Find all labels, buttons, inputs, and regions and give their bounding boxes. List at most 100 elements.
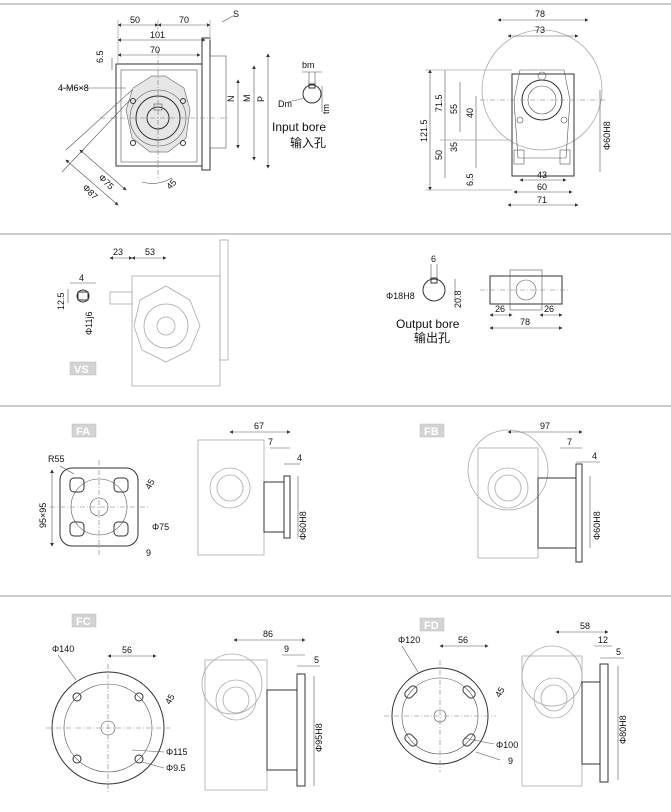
front-view-dimensions xyxy=(60,15,270,206)
label-p: P xyxy=(256,96,266,102)
dim-55: 55 xyxy=(449,104,459,114)
fa-side-view: 67 7 4 Φ60H8 xyxy=(197,421,308,556)
fa-angle-45: 45 xyxy=(143,477,157,491)
fc-angle-45: 45 xyxy=(163,692,177,706)
fa-badge-label: FA xyxy=(76,426,90,438)
input-bore-label-zh: 输入孔 xyxy=(290,135,326,150)
fc-dim-phi95h8: Φ95H8 xyxy=(314,723,324,752)
vs-drawing: 4 12.5 Φ11j6 23 53 xyxy=(56,239,229,387)
dim-53: 53 xyxy=(145,247,155,257)
fa-dim-7: 7 xyxy=(268,437,273,447)
fd-dim-9: 9 xyxy=(508,756,513,766)
fd-badge-label: FD xyxy=(424,620,439,632)
fc-flange-front: Φ140 56 45 Φ115 Φ9.5 xyxy=(46,644,188,792)
gearbox-front-view xyxy=(100,37,230,180)
dim-95x95: 95×95 xyxy=(38,503,48,528)
dim-71-5: 71.5 xyxy=(434,94,444,112)
dim-phi11j6: Φ11j6 xyxy=(84,311,94,335)
fc-side-view: 86 9 5 Φ95H8 xyxy=(201,629,324,791)
label-s: S xyxy=(233,9,239,19)
dim-43: 43 xyxy=(537,170,547,180)
fb-dim-7: 7 xyxy=(567,437,572,447)
fa-flange-front: R55 95×95 45 Φ75 9 xyxy=(38,454,169,558)
section-separators xyxy=(0,3,671,597)
fd-flange-front: Φ120 56 45 Φ100 9 xyxy=(384,635,518,772)
fb-dim-97: 97 xyxy=(540,421,550,431)
fd-badge: FD xyxy=(419,617,445,632)
fc-badge: FC xyxy=(71,613,97,628)
dim-50: 50 xyxy=(130,15,140,25)
label-bm: bm xyxy=(302,60,315,70)
fc-phi9-5: Φ9.5 xyxy=(166,763,186,773)
dim-r55: R55 xyxy=(48,454,65,464)
vs-badge: VS xyxy=(69,361,97,376)
fd-dim-phi80h8: Φ80H8 xyxy=(618,715,628,744)
fb-side-view: 97 7 4 Φ60H8 xyxy=(467,421,602,563)
fa-dim-phi60h8: Φ60H8 xyxy=(298,511,308,540)
fd-dim-5: 5 xyxy=(616,647,621,657)
dim-phi60h8: Φ60H8 xyxy=(602,121,612,150)
dim-26-left: 26 xyxy=(495,304,505,314)
dim-71: 71 xyxy=(537,195,547,205)
dim-4: 4 xyxy=(79,273,84,283)
fb-badge: FB xyxy=(419,423,445,438)
fd-dim-56: 56 xyxy=(458,635,468,645)
dim-26-right: 26 xyxy=(544,304,554,314)
dim-phi18h8: Φ18H8 xyxy=(386,291,415,301)
fd-phi120: Φ120 xyxy=(398,635,420,645)
output-bore-label: Output bore xyxy=(396,317,460,331)
fd-phi100: Φ100 xyxy=(496,740,518,750)
dim-78: 78 xyxy=(535,9,545,19)
dim-121-5: 121.5 xyxy=(419,119,429,142)
dim-40: 40 xyxy=(465,108,475,118)
output-bore-label-zh: 输出孔 xyxy=(414,330,450,345)
dim-35: 35 xyxy=(449,142,459,152)
fb-badge-label: FB xyxy=(424,426,439,438)
dim-6-5: 6.5 xyxy=(95,50,105,63)
dim-60: 60 xyxy=(537,182,547,192)
dim-101: 101 xyxy=(150,30,165,40)
dim-phi87: Φ87 xyxy=(81,182,100,201)
fc-phi140: Φ140 xyxy=(52,644,74,654)
fd-dim-12: 12 xyxy=(598,635,608,645)
label-n: N xyxy=(226,96,236,103)
hollow-shaft-section: 26 26 78 xyxy=(480,269,570,330)
fb-dim-4: 4 xyxy=(592,451,597,461)
dim-20-8: 20.8 xyxy=(453,290,463,308)
fc-dim-86: 86 xyxy=(263,629,273,639)
dim-23: 23 xyxy=(113,247,123,257)
gearbox-side-view xyxy=(480,29,605,177)
fd-angle-45: 45 xyxy=(493,685,507,699)
fd-side-view: 58 12 5 Φ80H8 xyxy=(521,621,628,787)
fa-dim-4: 4 xyxy=(297,453,302,463)
dim-70-top: 70 xyxy=(179,15,189,25)
dim-6: 6 xyxy=(431,254,436,264)
fb-dim-phi60h8: Φ60H8 xyxy=(592,511,602,540)
fc-dim-5: 5 xyxy=(314,655,319,665)
dim-6-5-side: 6.5 xyxy=(465,173,475,186)
dim-12-5: 12.5 xyxy=(56,292,66,310)
fa-badge: FA xyxy=(71,423,97,438)
dim-70: 70 xyxy=(150,45,160,55)
output-bore-drawing: 6 Φ18H8 20.8 Output bore 输出孔 xyxy=(386,254,463,345)
dim-73: 73 xyxy=(535,25,545,35)
front-view-labels: 50 70 101 70 6.5 S 4-M6×8 N M P Φ75 Φ87 … xyxy=(58,9,266,202)
fd-dim-58: 58 xyxy=(580,621,590,631)
label-holes: 4-M6×8 xyxy=(58,83,89,93)
label-m: M xyxy=(242,95,252,103)
fc-dim-56: 56 xyxy=(122,645,132,655)
side-view-dimensions: 78 73 121.5 71.5 55 40 50 35 6.5 43 60 7… xyxy=(419,9,612,207)
fa-phi75: Φ75 xyxy=(152,522,169,532)
fc-badge-label: FC xyxy=(76,616,91,628)
dim-angle-45: 45 xyxy=(164,177,178,191)
label-dm: Dm xyxy=(278,99,292,109)
label-tm: tm xyxy=(321,104,331,114)
dim-50-side: 50 xyxy=(434,150,444,160)
fc-dim-9: 9 xyxy=(284,644,289,654)
vs-badge-label: VS xyxy=(74,364,89,376)
dim-78-hollow: 78 xyxy=(520,317,530,327)
input-bore-drawing: bm Dm tm Input bore 输入孔 xyxy=(272,60,331,150)
input-bore-label: Input bore xyxy=(272,120,326,134)
fa-dim-67: 67 xyxy=(254,421,264,431)
